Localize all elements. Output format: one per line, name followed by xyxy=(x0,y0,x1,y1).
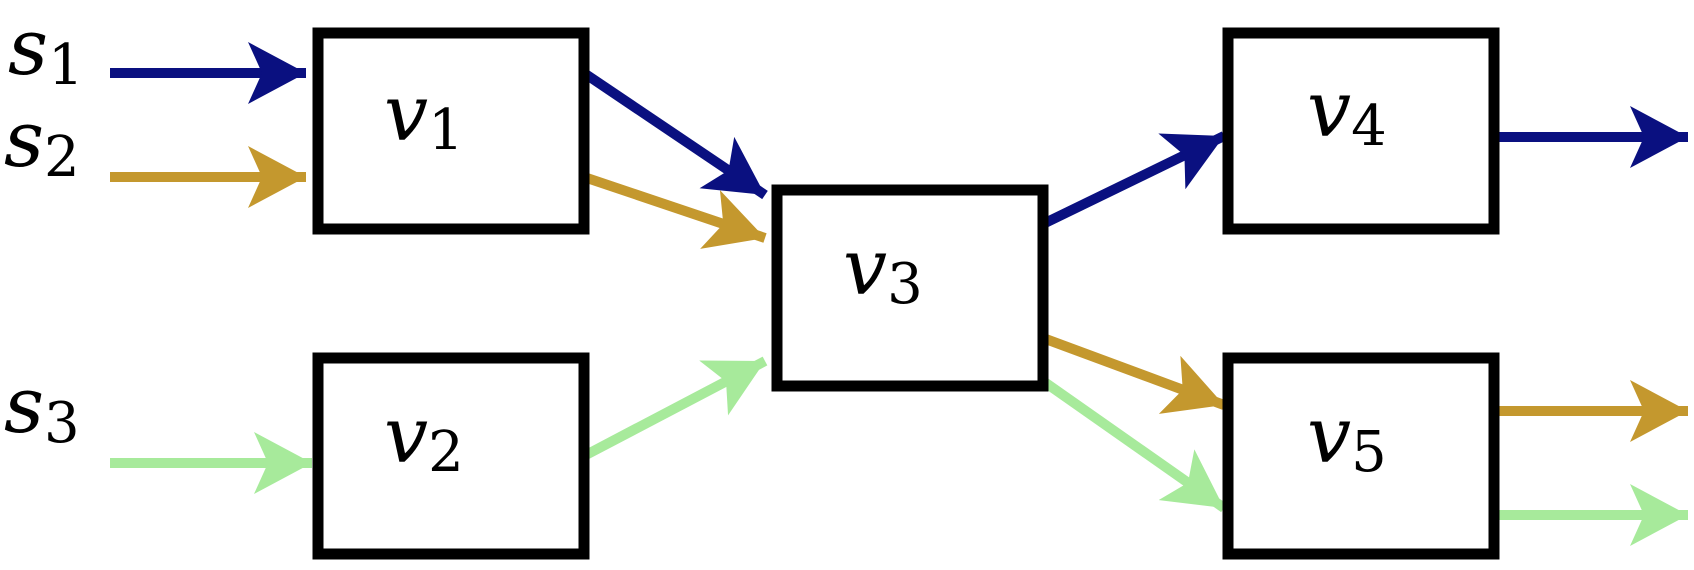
edge-v1-v3-flow1 xyxy=(581,68,768,200)
node-v3-label: v3 xyxy=(843,223,923,317)
edge-v2-v3 xyxy=(581,356,768,461)
node-v2: v2 xyxy=(312,352,590,560)
node-v2-box xyxy=(312,352,590,560)
source-s1-letter: s xyxy=(8,3,48,93)
node-v4-box xyxy=(1222,27,1500,235)
source-s3-subscript: 3 xyxy=(44,391,80,456)
edge-v1-v3-flow2 xyxy=(582,172,767,249)
node-v4-label: v4 xyxy=(1307,65,1387,159)
node-v2-letter: v xyxy=(384,391,428,481)
source-label-s1: s1 xyxy=(8,3,84,98)
source-s3-letter: s xyxy=(4,361,44,451)
node-v3-box xyxy=(771,184,1049,392)
node-v5-box xyxy=(1222,352,1500,560)
node-v1-subscript: 1 xyxy=(428,98,464,163)
edge-v3-v4 xyxy=(1040,131,1227,229)
node-v1-box xyxy=(312,27,590,235)
node-v2-subscript: 2 xyxy=(428,420,464,485)
source-label-s2: s2 xyxy=(4,95,80,190)
node-v1-label: v1 xyxy=(384,69,464,163)
node-v1-letter: v xyxy=(384,69,428,159)
node-v2-label: v2 xyxy=(384,391,464,485)
node-v4: v4 xyxy=(1222,27,1500,235)
node-v5-letter: v xyxy=(1307,391,1351,481)
node-v3-subscript: 3 xyxy=(887,252,923,317)
node-v5: v5 xyxy=(1222,352,1500,560)
edge-v3-v5-flow3 xyxy=(1040,376,1227,513)
source-s2-subscript: 2 xyxy=(44,125,80,190)
node-v4-subscript: 4 xyxy=(1351,94,1387,159)
node-v3: v3 xyxy=(771,184,1049,392)
edge-v3-v5-flow2 xyxy=(1041,333,1226,414)
node-v5-label: v5 xyxy=(1307,391,1387,485)
source-s1-subscript: 1 xyxy=(48,33,84,98)
source-s2-letter: s xyxy=(4,95,44,185)
node-v3-letter: v xyxy=(843,223,887,313)
node-v1: v1 xyxy=(312,27,590,235)
source-label-s3: s3 xyxy=(4,361,80,456)
node-v5-subscript: 5 xyxy=(1351,420,1387,485)
node-v4-letter: v xyxy=(1307,65,1351,155)
